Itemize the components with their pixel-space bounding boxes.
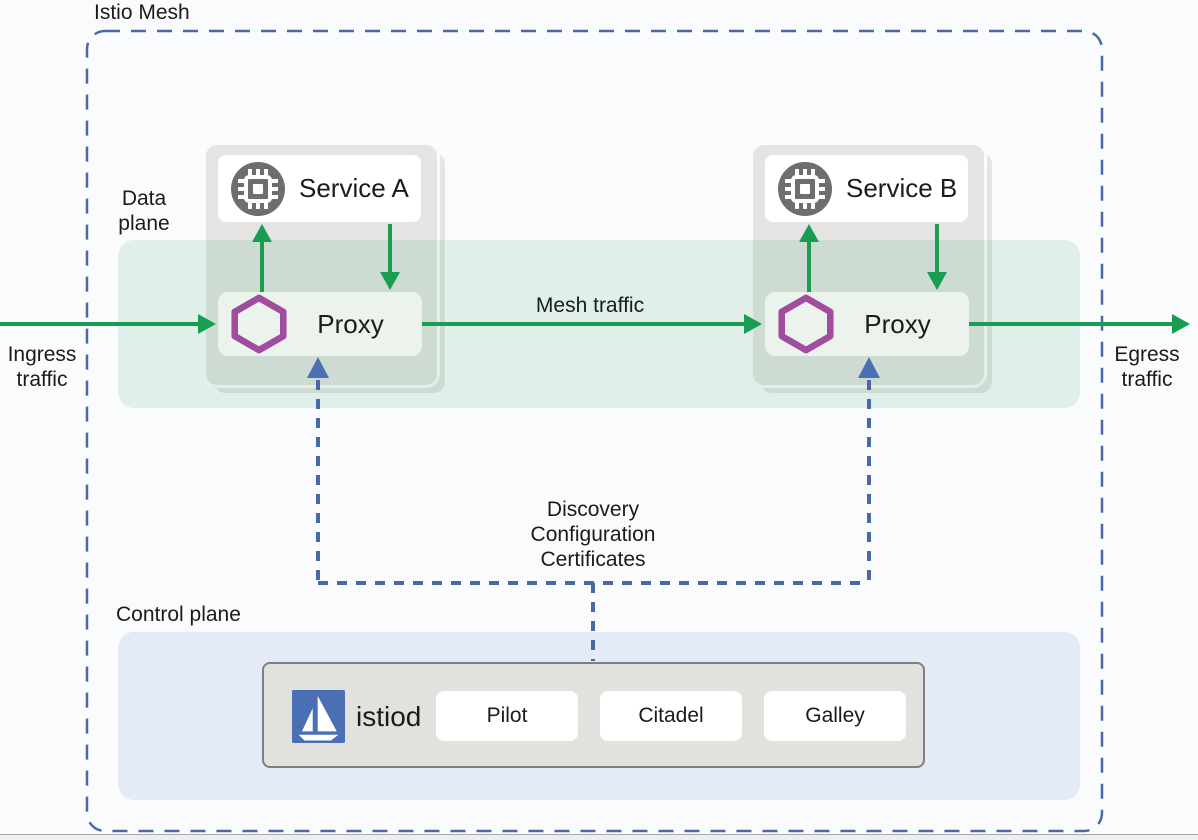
service-b-card: Service B (765, 155, 968, 222)
envoy-hexagon-icon (231, 294, 287, 354)
mesh-traffic-label: Mesh traffic (535, 294, 645, 317)
proxy-a-label: Proxy (317, 308, 384, 339)
discovery-configuration-certificates-label: Discovery Configuration Certificates (530, 498, 656, 571)
cpu-chip-icon (231, 161, 285, 216)
pilot-component: Pilot (436, 691, 578, 741)
istiod-label: istiod (356, 701, 422, 732)
control-plane-label: Control plane (116, 603, 241, 626)
istiod-box: istiod Pilot Citadel Galley (262, 662, 925, 768)
window-bottom-edge (0, 834, 1198, 840)
citadel-component: Citadel (600, 691, 742, 741)
proxy-a-box: Proxy (218, 292, 422, 356)
service-a-card: Service A (218, 155, 421, 222)
proxy-b-label: Proxy (864, 308, 931, 339)
ingress-traffic-label: Ingress traffic (7, 343, 77, 391)
mesh-title: Istio Mesh (94, 1, 190, 24)
istio-sailboat-logo-icon (292, 690, 345, 743)
cpu-chip-icon (778, 161, 832, 216)
egress-traffic-label: Egress traffic (1114, 343, 1180, 391)
data-plane-label: Data plane (118, 187, 170, 235)
envoy-hexagon-icon (778, 294, 834, 354)
service-a-name: Service A (299, 173, 409, 203)
galley-component: Galley (764, 691, 906, 741)
service-b-name: Service B (846, 173, 958, 203)
proxy-b-box: Proxy (765, 292, 969, 356)
